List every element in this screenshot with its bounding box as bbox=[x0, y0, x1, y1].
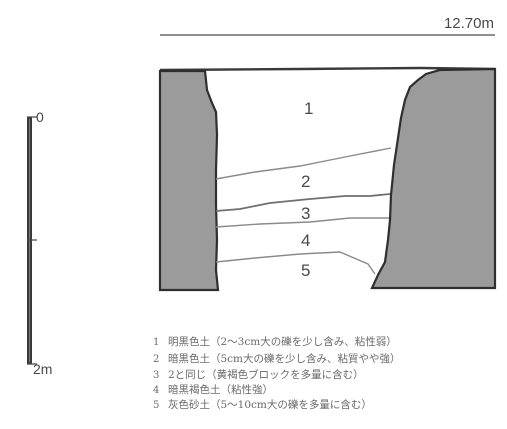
legend-description: 灰色砂土（5～10cm大の礫を多量に含む） bbox=[168, 398, 372, 411]
layer-legend: 1 明黒色土（2～3cm大の礫を少し含み、粘性弱） 2 暗黒色土（5cm大の礫を… bbox=[153, 335, 401, 411]
layer-boundary-4-5 bbox=[215, 251, 376, 275]
legend-item: 3 2と同じ（黄褐色ブロックを多量に含む） bbox=[153, 368, 364, 381]
layer-boundary-3-4 bbox=[215, 217, 389, 228]
legend-item: 4 暗黒褐色土（粘性強） bbox=[153, 383, 273, 396]
layer-label-2: 2 bbox=[301, 172, 310, 191]
ground-surface-line bbox=[159, 66, 496, 72]
scale-bottom-label: 2m bbox=[33, 361, 52, 377]
legend-item: 5 灰色砂土（5～10cm大の礫を多量に含む） bbox=[153, 398, 372, 411]
layer-label-5: 5 bbox=[301, 261, 310, 280]
layer-boundary-2-3 bbox=[215, 193, 391, 212]
legend-item: 2 暗黒色土（5cm大の礫を少し含み、粘質やや強） bbox=[153, 352, 401, 365]
legend-description: 暗黒色土（5cm大の礫を少し含み、粘質やや強） bbox=[168, 352, 401, 365]
legend-number: 5 bbox=[153, 400, 159, 411]
left-rock-wall bbox=[158, 69, 220, 292]
legend-description: 暗黒褐色土（粘性強） bbox=[168, 383, 273, 396]
pit-section: 1 2 3 4 5 bbox=[158, 66, 497, 292]
legend-number: 4 bbox=[153, 385, 159, 396]
legend-number: 2 bbox=[153, 354, 159, 365]
legend-number: 1 bbox=[153, 337, 159, 348]
layer-boundary-1-2 bbox=[215, 147, 392, 180]
layer-label-4: 4 bbox=[301, 231, 310, 250]
section-width-label: 12.70m bbox=[444, 15, 494, 32]
scale-top-label: 0 bbox=[36, 109, 44, 125]
scale-bar: 0 2m bbox=[27, 109, 52, 377]
legend-item: 1 明黒色土（2～3cm大の礫を少し含み、粘性弱） bbox=[153, 335, 397, 348]
legend-description: 明黒色土（2～3cm大の礫を少し含み、粘性弱） bbox=[168, 335, 397, 348]
legend-number: 3 bbox=[153, 370, 159, 381]
layer-label-3: 3 bbox=[301, 204, 310, 223]
legend-description: 2と同じ（黄褐色ブロックを多量に含む） bbox=[168, 368, 364, 381]
right-rock-wall bbox=[370, 67, 497, 290]
layer-label-1: 1 bbox=[304, 99, 313, 118]
